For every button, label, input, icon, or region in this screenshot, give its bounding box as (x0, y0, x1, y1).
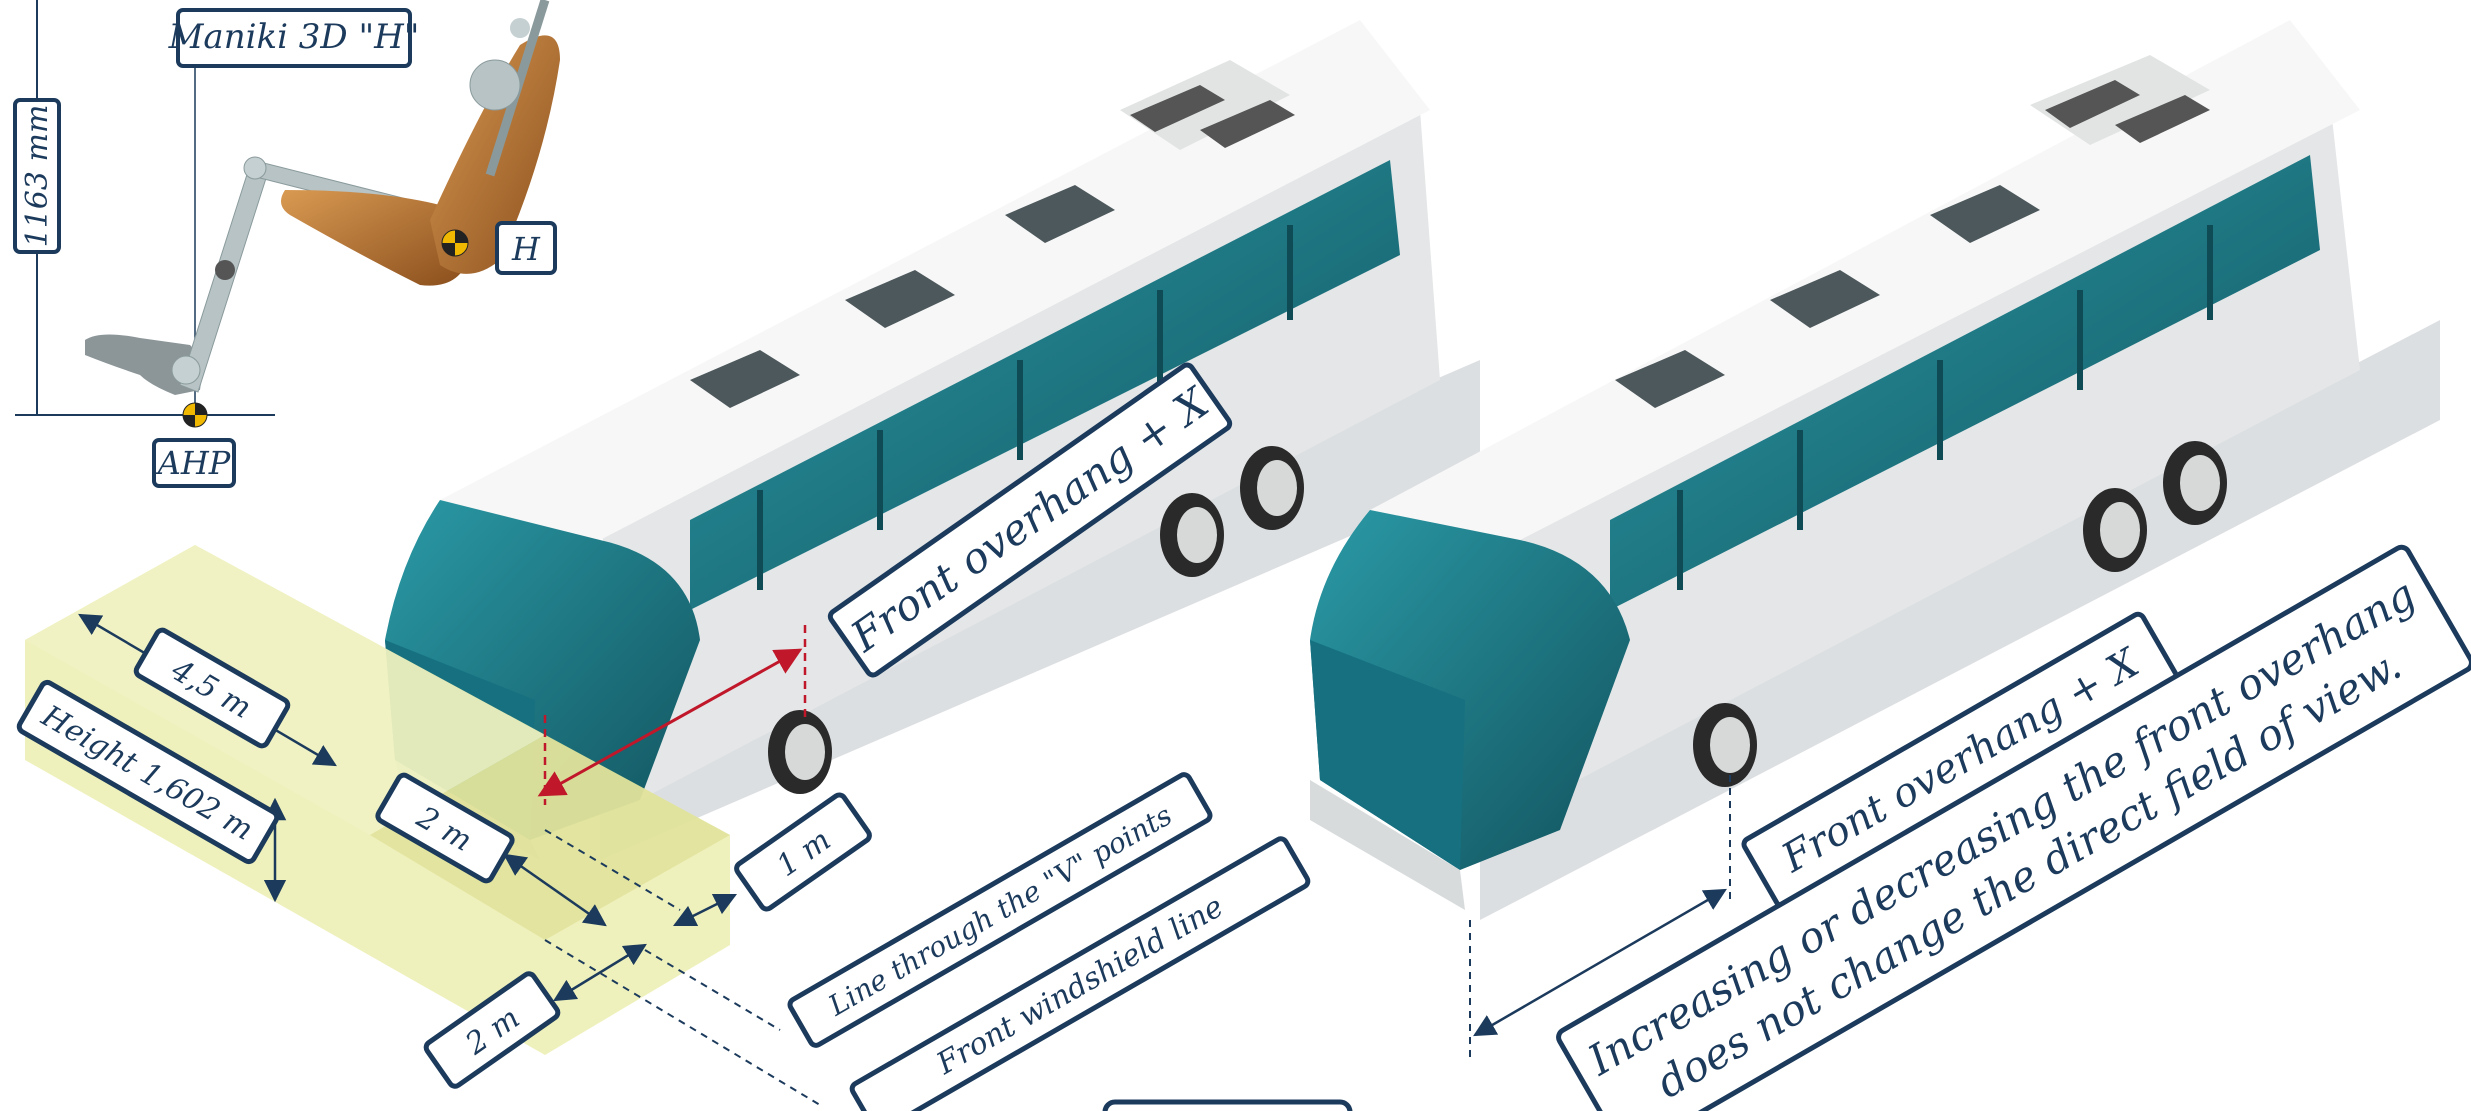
h-point-box: H (497, 223, 555, 273)
ahp-box: AHP (154, 440, 234, 486)
mannequin-height-label: 1163 mm (20, 105, 55, 248)
h-point-label: H (511, 230, 541, 268)
cropped-label-box (1105, 1102, 1350, 1111)
offset-box: 1 m (734, 793, 871, 912)
mannequin-title: Maniki 3D "H" (168, 17, 420, 57)
mannequin-height-box: 1163 mm (15, 100, 59, 252)
ahp-label: AHP (155, 444, 231, 482)
left-bus (385, 20, 1480, 860)
mannequin-title-box: Maniki 3D "H" (168, 10, 420, 66)
